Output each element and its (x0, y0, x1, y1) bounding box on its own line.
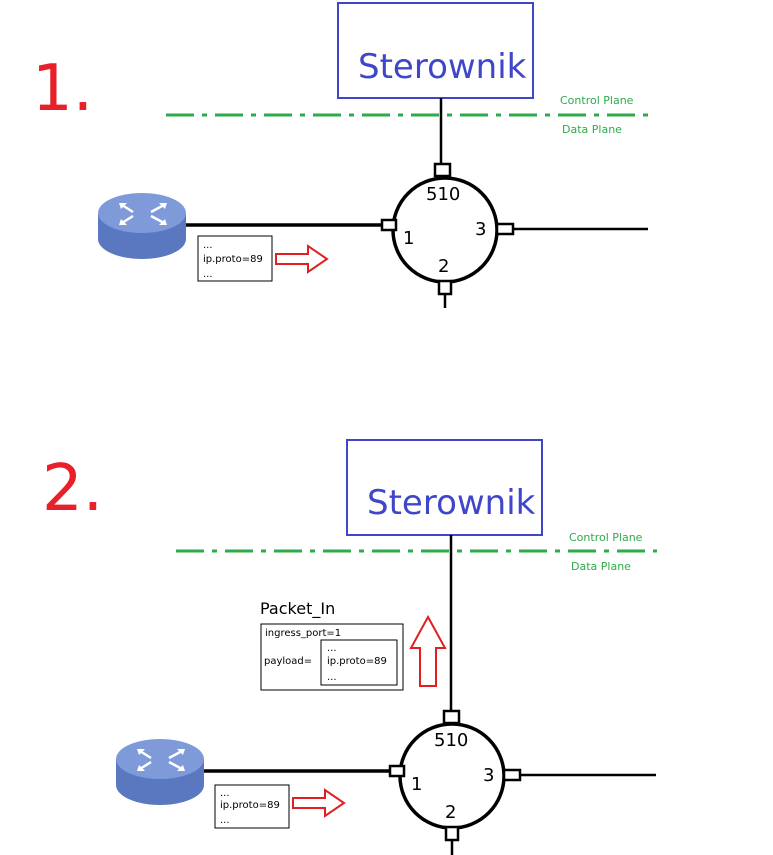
scene-2: 2. Sterownik Control Plane Data Plane Pa… (42, 439, 657, 855)
arrow-right-icon (292, 788, 346, 818)
packet-line: ip.proto=89 (220, 800, 280, 811)
payload-line: ... (327, 672, 337, 683)
port-square-3 (495, 222, 515, 236)
controller-label: Sterownik (358, 47, 527, 87)
router-icon (98, 193, 186, 259)
controller-box (346, 439, 543, 536)
router-icon (116, 739, 204, 805)
data-plane-label: Data Plane (562, 123, 622, 136)
port-square-controller (442, 709, 461, 725)
ingress-port-field: ingress_port=1 (265, 628, 341, 639)
port-label-1: 1 (411, 774, 422, 795)
port-label-3: 3 (483, 765, 494, 786)
packet-line: ... (220, 788, 230, 799)
port-label-controller: 510 (434, 730, 468, 751)
control-plane-label: Control Plane (560, 94, 634, 107)
payload-line: ... (327, 643, 337, 654)
port-square-1 (388, 764, 406, 778)
controller-box (337, 2, 534, 99)
payload-box (320, 639, 398, 686)
scene-1: 1. Sterownik Control Plane Data Plane (32, 2, 648, 308)
port-square-3 (502, 768, 522, 782)
port-label-2: 2 (438, 256, 449, 277)
port-label-3: 3 (475, 219, 486, 240)
packet-line: ... (203, 269, 213, 280)
step-number: 1. (32, 52, 93, 126)
port-square-controller (433, 162, 452, 178)
port-label-1: 1 (403, 228, 414, 249)
port-square-2 (437, 279, 453, 296)
port-label-controller: 510 (426, 184, 460, 205)
arrow-right-icon (275, 244, 329, 274)
port-label-2: 2 (445, 802, 456, 823)
packet-in-title: Packet_In (260, 599, 335, 619)
payload-label: payload= (264, 656, 312, 667)
packet-line: ip.proto=89 (203, 254, 263, 265)
step-number: 2. (42, 452, 103, 526)
data-plane-label: Data Plane (571, 560, 631, 573)
packet-box (214, 784, 290, 829)
arrow-up-icon (409, 614, 447, 687)
port-square-1 (380, 218, 398, 232)
packet-line: ... (220, 815, 230, 826)
payload-line: ip.proto=89 (327, 656, 387, 667)
packet-line: ... (203, 240, 213, 251)
port-square-2 (444, 825, 460, 842)
control-plane-label: Control Plane (569, 531, 643, 544)
packet-box (197, 235, 273, 282)
controller-label: Sterownik (367, 483, 536, 523)
